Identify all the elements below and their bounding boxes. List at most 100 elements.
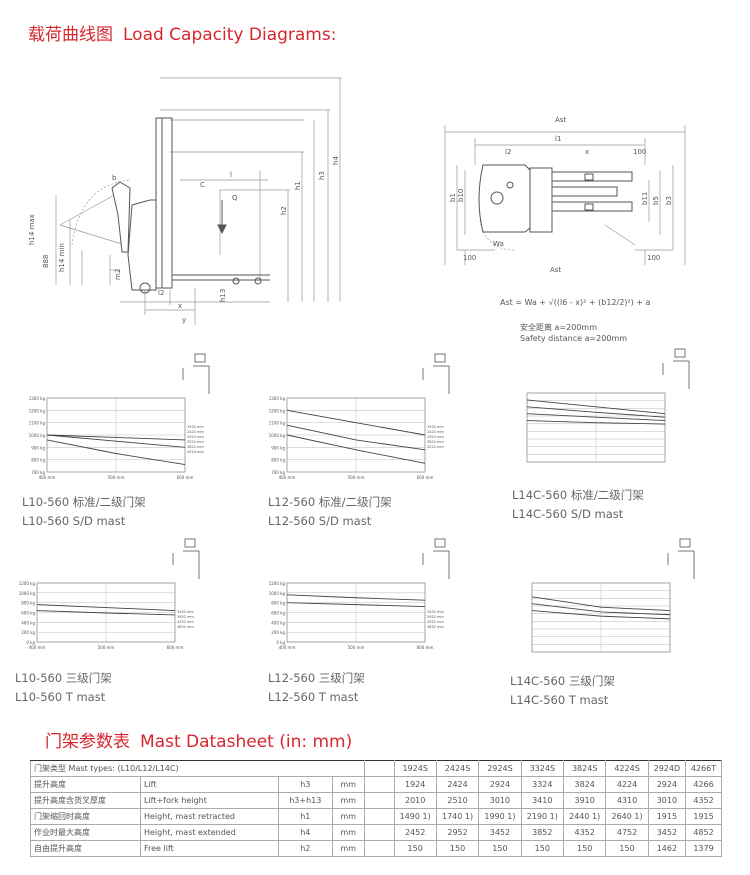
- x-tick-label: 500 mm: [348, 475, 365, 480]
- table-cell: 2190 1): [520, 808, 565, 825]
- dim-h1: h1: [294, 181, 302, 190]
- x-tick-label: 400 mm: [279, 475, 296, 480]
- row-unit: mm: [332, 840, 365, 857]
- table-cell: 4752: [605, 824, 649, 841]
- table-cell: 2924: [478, 776, 522, 793]
- y-tick-label: 400 kg: [271, 620, 285, 625]
- load-box-icon: [679, 538, 691, 548]
- series-line: [36, 604, 176, 611]
- y-tick-label: 0 kg: [276, 640, 285, 645]
- column-header: 2424S: [435, 760, 480, 777]
- table-cell: 4352: [562, 824, 607, 841]
- table-cell: 1915: [647, 808, 687, 825]
- dim-h4: h4: [332, 156, 340, 165]
- dim-h13: h13: [219, 289, 227, 302]
- y-tick-label: 600 kg: [271, 611, 285, 616]
- load-box-icon: [184, 538, 196, 548]
- row-symbol: h4: [277, 824, 334, 841]
- table-cell: 2010: [393, 792, 437, 809]
- dim-C: C: [200, 181, 205, 189]
- dim-Ast-top: Ast: [555, 116, 566, 124]
- table-cell: 1990 1): [478, 808, 522, 825]
- legend-label: 2924 mm: [187, 435, 204, 439]
- legend-label: 3452 mm: [427, 610, 444, 614]
- dim-h3: h3: [318, 171, 326, 180]
- dim-Wa: Wa: [493, 240, 504, 248]
- row-label-en: Height, mast retracted: [139, 808, 279, 825]
- x-tick-label: 400 mm: [39, 475, 56, 480]
- series-line: [46, 434, 186, 448]
- y-tick-label: 0 kg: [26, 640, 35, 645]
- table-cell: 3452: [647, 824, 687, 841]
- table-cell: 4266: [685, 776, 722, 793]
- dim-l2: l2: [158, 289, 164, 297]
- x-tick-label: 400 mm: [29, 645, 46, 650]
- load-box-icon: [674, 348, 686, 358]
- x-tick-label: 500 mm: [98, 645, 115, 650]
- dim-100-a: 100: [633, 148, 646, 156]
- y-tick-label: 1000 kg: [269, 591, 286, 596]
- header-spacer: [363, 760, 395, 777]
- x-tick-label: 600 mm: [177, 475, 194, 480]
- y-tick-label: 1200 kg: [19, 581, 36, 586]
- table-cell: 2510: [435, 792, 480, 809]
- dim-b: b: [112, 174, 117, 182]
- row-label-en: Lift: [139, 776, 279, 793]
- legend-label: 2424 mm: [187, 430, 204, 434]
- dim-h14max: h14 max: [28, 214, 36, 245]
- y-tick-label: 400 kg: [21, 620, 35, 625]
- series-line: [526, 420, 666, 425]
- table-cell: 1379: [685, 840, 722, 857]
- table-cell: 3824: [562, 776, 607, 793]
- row-symbol: h3+h13: [277, 792, 334, 809]
- series-line: [46, 434, 186, 441]
- title2-en: Mast Datasheet (in: mm): [140, 732, 353, 752]
- y-tick-label: 800 kg: [271, 458, 285, 463]
- table-cell: 3010: [647, 792, 687, 809]
- y-tick-label: 1000 kg: [19, 591, 36, 596]
- y-tick-label: 700 kg: [271, 470, 285, 475]
- table-cell: 4224: [605, 776, 649, 793]
- column-header: 3324S: [520, 760, 565, 777]
- dim-b3: b3: [665, 196, 673, 205]
- legend-label: 2424 mm: [427, 430, 444, 434]
- truck-top-view-drawing: Ast l1 l2 x 100 b1 b10 b11 b5 b3 100 100…: [444, 116, 686, 274]
- column-header: 4224S: [605, 760, 649, 777]
- row-label-en: Height, mast extended: [139, 824, 279, 841]
- x-tick-label: 600 mm: [167, 645, 184, 650]
- load-box-icon: [434, 353, 446, 363]
- title-en: Load Capacity Diagrams:: [123, 25, 337, 45]
- load-chart-2: [526, 348, 690, 463]
- dim-h14min: h14 min: [58, 243, 66, 272]
- legend-label: 3824 mm: [187, 445, 204, 449]
- row-label-cn: 提升高度含货叉厚度: [30, 792, 141, 809]
- series-line: [286, 594, 426, 601]
- dim-888: 888: [42, 255, 50, 268]
- table-cell: 4852: [685, 824, 722, 841]
- x-tick-label: 500 mm: [108, 475, 125, 480]
- dim-100-b: 100: [463, 254, 476, 262]
- table-cell: 1915: [685, 808, 722, 825]
- legend-label: 3952 mm: [177, 615, 194, 619]
- y-tick-label: 900 kg: [31, 445, 45, 450]
- dim-b10: b10: [457, 189, 465, 202]
- legend-label: 4352 mm: [427, 620, 444, 624]
- table-cell: 150: [478, 840, 522, 857]
- series-line: [286, 602, 426, 608]
- legend-label: 3324 mm: [187, 440, 204, 444]
- series-line: [46, 439, 186, 466]
- series-line: [526, 406, 666, 418]
- table-cell: 150: [605, 840, 649, 857]
- row-spacer: [363, 776, 395, 793]
- legend-label: 1924 mm: [427, 425, 444, 429]
- row-label-cn: 门架缩回时高度: [30, 808, 141, 825]
- row-label-cn: 自由提升高度: [30, 840, 141, 857]
